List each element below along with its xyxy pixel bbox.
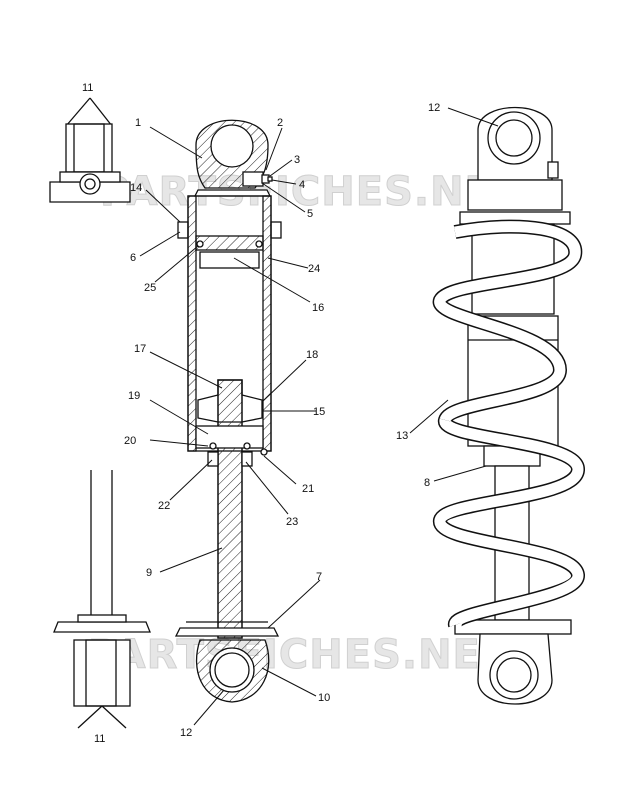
assembled-shock-with-spring [432, 106, 585, 705]
callout-14: 14 [130, 182, 142, 194]
watermark-bottom: PARTSFICHES.NET [88, 632, 509, 678]
leader-lines [139, 107, 499, 726]
watermark-top: PARTSFICHES.NET [100, 169, 521, 215]
callout-12-top: 12 [428, 102, 440, 114]
callout-22: 22 [158, 500, 170, 512]
callout-2: 2 [277, 117, 283, 129]
callout-4: 4 [299, 179, 305, 191]
callout-18: 18 [306, 349, 318, 361]
callout-6: 6 [130, 252, 136, 264]
callout-21: 21 [302, 483, 314, 495]
callout-15: 15 [313, 406, 325, 418]
callout-1: 1 [135, 117, 141, 129]
shock-cross-section [174, 119, 282, 703]
callout-10: 10 [318, 692, 330, 704]
callout-3: 3 [294, 154, 300, 166]
callout-16: 16 [312, 302, 324, 314]
callout-5: 5 [307, 208, 313, 220]
callout-9: 9 [146, 567, 152, 579]
callout-20: 20 [124, 435, 136, 447]
callout-25: 25 [144, 282, 156, 294]
callout-13: 13 [396, 430, 408, 442]
callout-19: 19 [128, 390, 140, 402]
upper-eye-detail-view [49, 97, 131, 203]
callout-11-top: 11 [82, 82, 93, 94]
lower-rod-detail-view [53, 470, 151, 729]
callout-17: 17 [134, 343, 146, 355]
callout-23: 23 [286, 516, 298, 528]
callout-7: 7 [316, 571, 322, 583]
callout-8: 8 [424, 477, 430, 489]
callout-12-bottom: 12 [180, 727, 192, 739]
callout-24: 24 [308, 263, 320, 275]
callout-11-bottom: 11 [94, 733, 105, 745]
